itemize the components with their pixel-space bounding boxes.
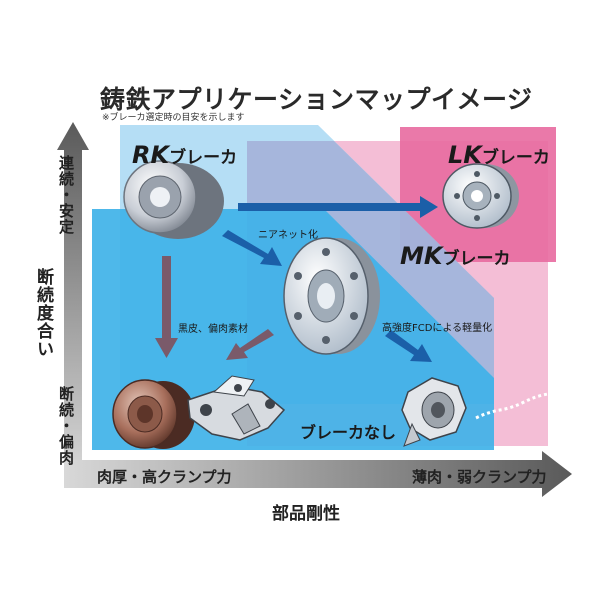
y-axis-arrow xyxy=(57,122,89,478)
rk-suffix: ブレーカ xyxy=(169,148,238,168)
black-skin-label: 黒皮、偏肉素材 xyxy=(178,324,248,335)
arrow-near-net xyxy=(222,230,282,266)
arrow-fcd xyxy=(385,330,432,362)
arrow-rk-to-lk xyxy=(238,196,438,218)
arrow-down-left xyxy=(226,329,274,360)
rk-breaker-label: RKブレーカ xyxy=(132,141,237,169)
bearing-housing-icon xyxy=(123,160,224,239)
lk-breaker-label: LKブレーカ xyxy=(448,141,550,169)
no-breaker-label: ブレーカなし xyxy=(300,423,397,442)
near-net-label: ニアネット化 xyxy=(258,230,318,241)
brake-drum-icon xyxy=(112,379,195,449)
y-axis-top-label: 連続・安定 xyxy=(57,155,75,235)
x-axis-left-label: 肉厚・高クランプ力 xyxy=(97,468,232,486)
lk-code: LK xyxy=(448,141,482,169)
page-title: 鋳鉄アプリケーションマップイメージ xyxy=(100,85,533,114)
cast-bracket-icon xyxy=(187,375,286,441)
thin-wall-cast-icon xyxy=(401,377,467,447)
title-note: ※ブレーカ選定時の目安を示します xyxy=(102,113,245,123)
arrow-black-skin xyxy=(155,256,178,358)
lk-suffix: ブレーカ xyxy=(481,148,550,168)
x-axis-arrow xyxy=(64,451,572,497)
x-axis-right-label: 薄肉・弱クランプ力 xyxy=(412,468,547,486)
fcd-label: 高強度FCDによる軽量化 xyxy=(382,323,493,334)
y-axis-bottom-label: 断続・偏肉 xyxy=(57,386,75,466)
mk-code: MK xyxy=(400,242,443,270)
brake-disc-icon xyxy=(442,163,519,229)
mk-suffix: ブレーカ xyxy=(442,249,511,269)
rk-code: RK xyxy=(132,141,170,169)
y-axis-title: 断続度合い xyxy=(33,268,53,358)
chip-line xyxy=(475,392,549,420)
mk-breaker-label: MKブレーカ xyxy=(400,242,510,270)
flange-hub-icon xyxy=(283,237,380,355)
x-axis-title: 部品剛性 xyxy=(272,504,340,524)
